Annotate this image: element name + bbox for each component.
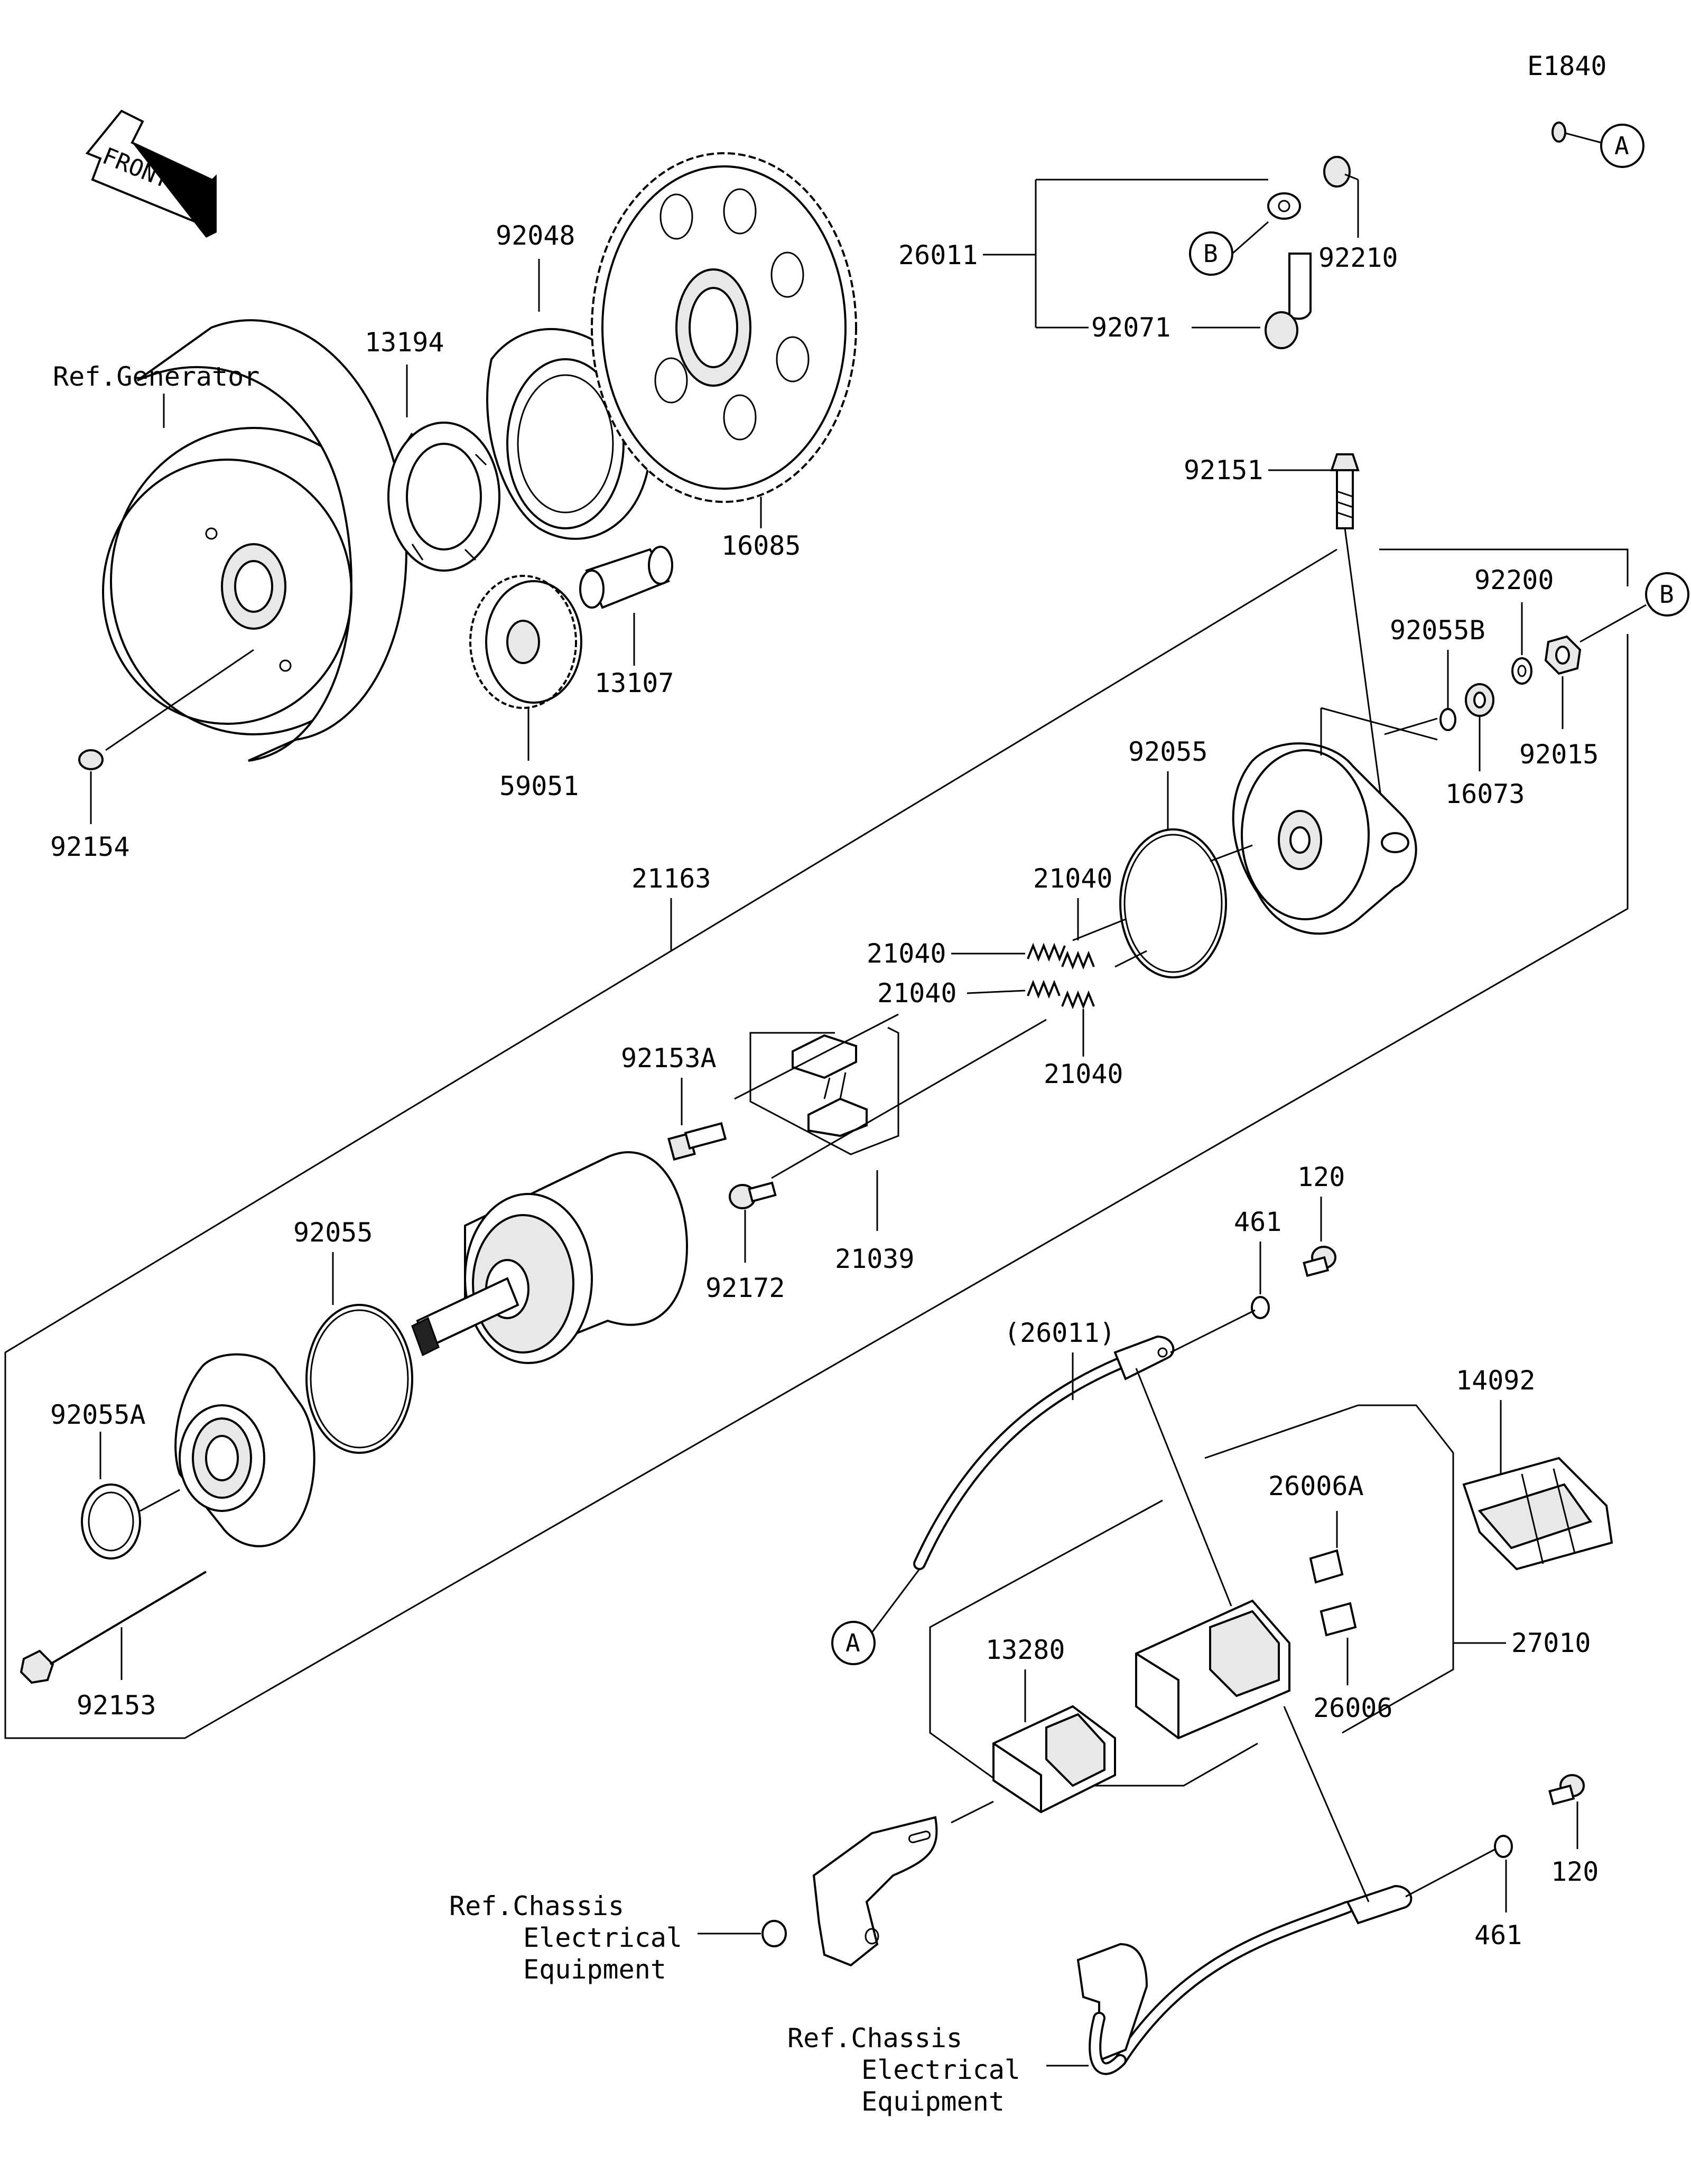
- label-461-top: 461: [1234, 1207, 1281, 1237]
- ref-chassis-1: Ref.Chassis Electrical Equipment: [449, 1891, 682, 1985]
- label-92055A: 92055A: [50, 1399, 146, 1430]
- ref-generator-label: Ref.Generator: [53, 361, 259, 392]
- cable-26011-lower: [913, 1335, 1175, 1570]
- bolt-92153: [20, 1571, 207, 1684]
- bolt-92151: [1330, 453, 1386, 825]
- o-ring-92055-top: [1119, 828, 1227, 978]
- ref-chassis-2-line-2: Electrical: [861, 2055, 1020, 2085]
- one-way-clutch-13194: [387, 422, 500, 572]
- spring-21040-d: [1061, 990, 1095, 1010]
- ref-chassis-1-line-1: Ref.Chassis: [449, 1891, 624, 1921]
- starter-gear-16085: [591, 152, 857, 503]
- o-ring-92055-low: [305, 1304, 413, 1454]
- label-16073: 16073: [1445, 779, 1525, 809]
- relay-cover-14092: [1462, 1457, 1613, 1571]
- harness-lower: [1076, 1884, 1413, 2075]
- label-27010: 27010: [1511, 1628, 1591, 1658]
- ref-chassis-2-line-3: Equipment: [861, 2086, 1005, 2117]
- label-92153A: 92153A: [621, 1043, 717, 1074]
- spring-21040-a: [1027, 942, 1066, 962]
- o-ring-92055A: [81, 1483, 141, 1560]
- o-ring-92055B: [1439, 708, 1456, 731]
- screw-120-bottom: [1548, 1774, 1585, 1806]
- label-92015: 92015: [1519, 739, 1599, 770]
- label-21040-b: 21040: [867, 938, 946, 969]
- label-13107: 13107: [594, 668, 674, 698]
- washer-461-bottom: [1494, 1835, 1513, 1858]
- label-16085: 16085: [721, 530, 801, 561]
- generator-rotor: [102, 319, 407, 762]
- label-21040-c: 21040: [877, 978, 957, 1009]
- starter-yoke: [411, 1151, 689, 1364]
- front-arrow-icon: FRONT: [85, 109, 217, 238]
- ref-chassis-2: Ref.Chassis Electrical Equipment: [787, 2023, 1020, 2117]
- callout-b-right: B: [1659, 580, 1674, 609]
- label-92210: 92210: [1318, 242, 1398, 273]
- callout-b-top: B: [1203, 239, 1218, 268]
- label-92154: 92154: [50, 832, 130, 862]
- label-92055-low: 92055: [293, 1217, 373, 1248]
- bolt-92153A: [667, 1122, 727, 1161]
- bracket: [761, 1816, 938, 1967]
- starter-rear-cover: [1232, 707, 1438, 935]
- washer-461-top: [1251, 1296, 1270, 1319]
- collar-16073: [1465, 683, 1494, 717]
- label-92172: 92172: [705, 1273, 785, 1303]
- idle-gear-59051: [469, 575, 582, 709]
- label-59051: 59051: [499, 771, 579, 801]
- nut-92015: [1544, 635, 1582, 675]
- label-21163: 21163: [631, 863, 711, 894]
- spring-21040-c: [1027, 979, 1061, 999]
- label-21040-a: 21040: [1033, 863, 1113, 894]
- label-14092: 14092: [1456, 1365, 1536, 1396]
- label-26011-paren: (26011): [1004, 1318, 1116, 1348]
- starter-relay: [1135, 1599, 1290, 1740]
- callout-a-lower: A: [846, 1629, 860, 1657]
- label-92071: 92071: [1091, 312, 1171, 343]
- label-26006: 26006: [1313, 1693, 1393, 1723]
- screw-120-top: [1303, 1246, 1336, 1277]
- label-92153: 92153: [77, 1690, 156, 1721]
- label-26006A: 26006A: [1268, 1471, 1364, 1501]
- label-92048: 92048: [496, 220, 575, 251]
- relay-13280: [992, 1705, 1116, 1814]
- starter-front-cover: [174, 1353, 315, 1547]
- ref-chassis-1-line-2: Electrical: [523, 1922, 682, 1953]
- screw-92154: [78, 649, 254, 770]
- brush-holder-21039: [792, 1034, 868, 1137]
- cable-26011-top: [1265, 96, 1602, 349]
- screw-92172: [729, 1181, 777, 1209]
- label-92151: 92151: [1184, 455, 1263, 486]
- label-21040-d: 21040: [1044, 1059, 1123, 1089]
- shaft-13107: [579, 546, 673, 609]
- label-13280: 13280: [986, 1635, 1065, 1665]
- label-92055-top: 92055: [1128, 736, 1208, 767]
- ref-chassis-1-line-3: Equipment: [523, 1954, 666, 1985]
- label-120-bottom: 120: [1551, 1856, 1599, 1887]
- ref-chassis-2-line-1: Ref.Chassis: [787, 2023, 962, 2054]
- label-461-bottom: 461: [1474, 1920, 1522, 1950]
- label-92055B: 92055B: [1390, 615, 1485, 646]
- label-21039: 21039: [835, 1244, 915, 1274]
- fuse-26006A: [1309, 1549, 1344, 1584]
- spring-21040-b: [1061, 950, 1095, 970]
- label-92200: 92200: [1474, 565, 1554, 595]
- diagram-code: E1840: [1527, 51, 1607, 81]
- fuse-26006: [1320, 1602, 1357, 1637]
- label-13194: 13194: [365, 327, 444, 358]
- label-120-top: 120: [1297, 1162, 1345, 1192]
- washer-92200: [1511, 657, 1532, 685]
- callout-a-top: A: [1614, 132, 1629, 160]
- label-26011: 26011: [898, 240, 978, 270]
